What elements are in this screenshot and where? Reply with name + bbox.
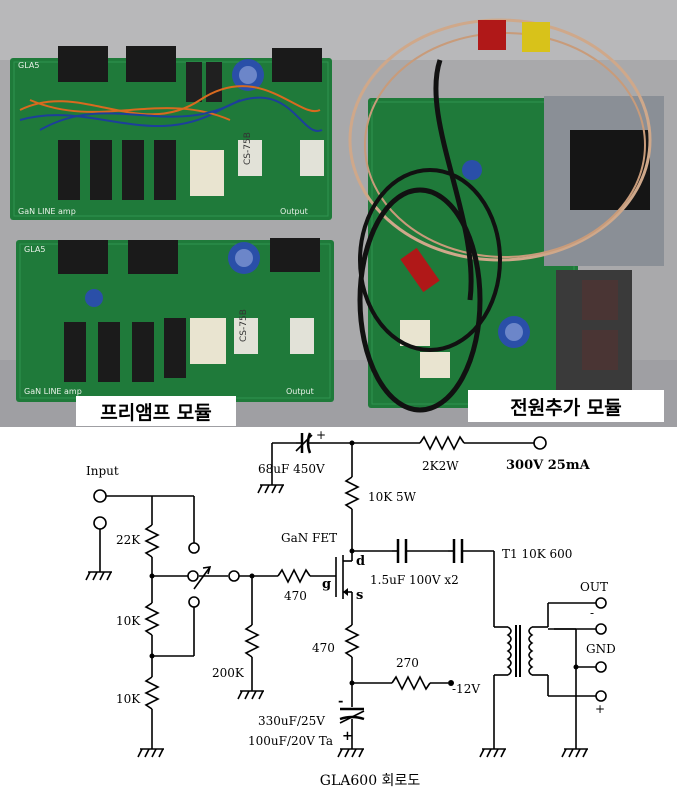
- supply-terminal: [533, 436, 547, 450]
- preamp-board-top: CS-75B GLA5 GaN LINE amp Output: [10, 46, 332, 220]
- out-label: OUT: [580, 580, 608, 594]
- capacitor-68uf: [295, 432, 320, 454]
- out-minus-sign: -: [590, 606, 594, 620]
- fet-pin-d: d: [356, 554, 365, 569]
- resistor-10k-5w-label: 10K 5W: [368, 490, 417, 504]
- ground-icon: [137, 748, 164, 758]
- circuit-schematic: Input 22K 10K 10K 470 200K: [0, 427, 677, 797]
- neg12v-label: -12V: [452, 682, 480, 696]
- transformer-code-1: CS-75B: [243, 132, 253, 165]
- ground-icon: [85, 571, 112, 581]
- input-label: Input: [86, 464, 119, 478]
- ground-icon: [561, 748, 588, 758]
- resistor-200k: [244, 624, 260, 658]
- output-transformer: [506, 625, 534, 677]
- capacitor-68uf-label: 68uF 450V: [258, 462, 325, 476]
- gnd-terminal: [595, 661, 607, 673]
- caption-power-module: 전원추가 모듈: [510, 397, 622, 419]
- top-board-title: GLA5: [18, 61, 39, 70]
- schematic-title: GLA600 회로도: [320, 773, 421, 789]
- resistor-10k-b-label: 10K: [116, 692, 141, 706]
- switch-wiper: [193, 566, 211, 590]
- resistor-470-source: [344, 624, 360, 658]
- resistor-2k2w: [419, 435, 465, 451]
- resistor-470-gate: [277, 568, 311, 584]
- gnd-plus-terminal: [595, 690, 607, 702]
- preamp-board-bottom: CS-75B GLA5 GaN LINE amp Output: [16, 238, 334, 402]
- resistor-2k2w-label: 2K2W: [422, 459, 459, 473]
- fet-pin-s: s: [356, 588, 363, 603]
- transformer-label: T1 10K 600: [502, 547, 572, 561]
- resistor-470-gate-label: 470: [284, 589, 307, 603]
- gnd-label: GND: [586, 642, 616, 656]
- supply-label: 300V 25mA: [506, 458, 591, 473]
- bypass-cap-label-1: 330uF/25V: [258, 714, 325, 728]
- resistor-22k-label: 22K: [116, 533, 141, 547]
- transformer-code-2: CS-75B: [239, 309, 249, 342]
- output-label-2: Output: [286, 387, 314, 396]
- bypass-capacitor: [339, 707, 365, 724]
- bottom-board-title: GLA5: [24, 245, 45, 254]
- switch-contact-bottom: [188, 596, 200, 608]
- resistor-270-label: 270: [396, 656, 419, 670]
- bypass-cap-label-2: 100uF/20V Ta: [248, 734, 333, 748]
- output-label-1: Output: [280, 207, 308, 216]
- out-minus-terminal: [595, 597, 607, 609]
- neg12v-terminal: [448, 680, 454, 686]
- resistor-200k-label: 200K: [212, 666, 245, 680]
- ground-icon: [337, 748, 364, 758]
- module-photo: CS-75B GLA5 GaN LINE amp Output CS-75B: [0, 0, 677, 427]
- resistor-22k: [144, 524, 160, 558]
- top-board-footer: GaN LINE amp: [18, 207, 76, 216]
- power-module: [348, 18, 664, 413]
- switch-contact-top: [188, 542, 200, 554]
- bottom-board-footer: GaN LINE amp: [24, 387, 82, 396]
- resistor-10k-a-label: 10K: [116, 614, 141, 628]
- bypass-cap-minus: -: [338, 694, 343, 709]
- switch-contact-mid: [187, 570, 199, 582]
- resistor-270: [391, 675, 431, 691]
- ground-icon: [479, 748, 506, 758]
- resistor-10k-5w: [344, 476, 360, 510]
- caption-preamp-module: 프리앰프 모듈: [100, 402, 212, 424]
- resistor-470-source-label: 470: [312, 641, 335, 655]
- ground-icon: [237, 690, 264, 700]
- resistor-10k-b: [144, 676, 160, 710]
- fet-label: GaN FET: [281, 531, 337, 545]
- coupling-capacitor-label: 1.5uF 100V x2: [370, 573, 459, 587]
- gan-fet: [335, 551, 353, 607]
- fet-pin-g: g: [322, 577, 331, 592]
- gnd-plus-sign: +: [595, 702, 605, 716]
- resistor-10k-a: [144, 602, 160, 636]
- bypass-cap-plus: +: [342, 729, 353, 744]
- ground-icon: [257, 484, 284, 494]
- capacitor-68uf-plus: +: [316, 428, 326, 442]
